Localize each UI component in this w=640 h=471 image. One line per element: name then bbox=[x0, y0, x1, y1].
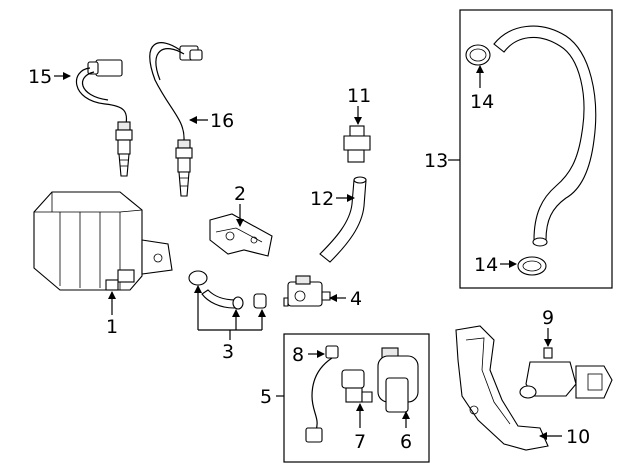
harness-8 bbox=[305, 345, 339, 443]
canister-1 bbox=[33, 191, 173, 291]
callout-6: 6 bbox=[400, 431, 412, 453]
callout-1: 1 bbox=[106, 316, 118, 338]
bracket-2 bbox=[209, 213, 273, 257]
hose-13 bbox=[493, 25, 597, 247]
callout-12: 12 bbox=[310, 188, 334, 210]
purge-valve-4 bbox=[283, 275, 331, 307]
group-box-13 bbox=[459, 9, 613, 289]
pump-9 bbox=[519, 347, 613, 399]
callout-4: 4 bbox=[350, 288, 362, 310]
callout-15: 15 bbox=[28, 66, 52, 88]
valve-7 bbox=[341, 369, 373, 403]
callout-9: 9 bbox=[542, 307, 554, 329]
clamp-14-top bbox=[465, 44, 491, 66]
callout-14-bottom: 14 bbox=[474, 254, 498, 276]
solenoid-6 bbox=[377, 347, 419, 413]
callout-16: 16 bbox=[210, 110, 234, 132]
callout-2: 2 bbox=[234, 183, 246, 205]
oxygen-sensor-16 bbox=[149, 42, 203, 197]
valve-11 bbox=[343, 125, 371, 163]
callout-3: 3 bbox=[222, 341, 234, 363]
oxygen-sensor-15 bbox=[75, 59, 133, 177]
clamp-14-bottom bbox=[517, 256, 547, 276]
callout-14-top: 14 bbox=[470, 91, 494, 113]
callout-10: 10 bbox=[566, 426, 590, 448]
callout-5: 5 bbox=[260, 386, 272, 408]
callout-8: 8 bbox=[292, 344, 304, 366]
callout-7: 7 bbox=[354, 431, 366, 453]
callout-11: 11 bbox=[347, 85, 371, 107]
hose-3 bbox=[188, 270, 267, 310]
group-box-5 bbox=[283, 333, 430, 463]
callout-13: 13 bbox=[424, 150, 448, 172]
